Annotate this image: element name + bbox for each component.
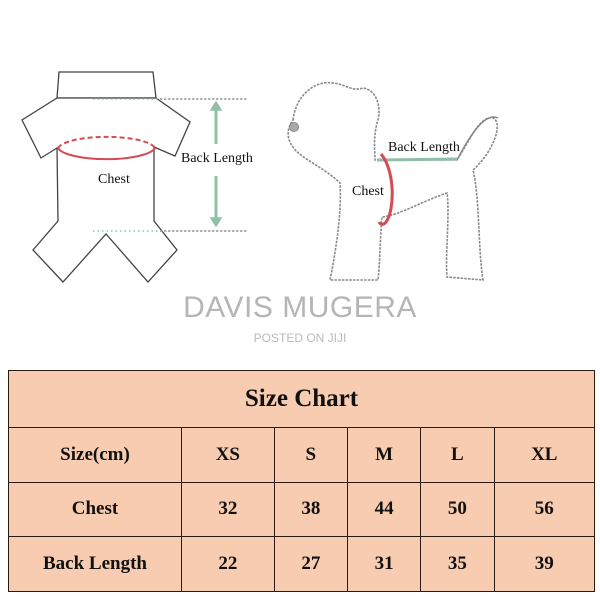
table-cell: 32 xyxy=(181,481,275,538)
garment-back-length-guides xyxy=(93,98,248,232)
table-cell: 35 xyxy=(420,536,495,592)
table-cell: 27 xyxy=(273,536,348,592)
table-cell: 22 xyxy=(181,536,275,592)
watermark-name: DAVIS MUGERA xyxy=(183,291,417,324)
header-cell: XL xyxy=(493,427,596,483)
garment-chest-label: Chest xyxy=(98,172,130,187)
table-cell: 50 xyxy=(420,481,495,538)
dog-back-length-label: Back Length xyxy=(388,140,460,155)
header-cell: M xyxy=(346,427,422,483)
header-cell: XS xyxy=(181,427,275,483)
dog-chest-label: Chest xyxy=(352,184,384,199)
table-cell: 56 xyxy=(493,481,596,538)
watermark-posted: POSTED ON JIJI xyxy=(253,331,347,345)
table-title-row: Size Chart xyxy=(8,370,595,428)
garment-back-length-label: Back Length xyxy=(181,151,253,166)
table-row: Back Length 22 27 31 35 39 xyxy=(8,536,596,592)
row-label: Back Length xyxy=(8,536,182,592)
table-cell: 38 xyxy=(273,481,348,538)
dog-nose-icon xyxy=(289,122,299,132)
header-cell: Size(cm) xyxy=(8,427,182,483)
garment-outline xyxy=(21,71,191,283)
dog-tail xyxy=(456,116,499,161)
header-cell: S xyxy=(273,427,348,483)
table-row: Chest 32 38 44 50 56 xyxy=(8,481,596,538)
dog-chest-measure xyxy=(377,153,394,226)
garment-chest-measure xyxy=(57,135,156,161)
size-chart-title: Size Chart xyxy=(8,370,595,428)
table-cell: 44 xyxy=(346,481,422,538)
row-label: Chest xyxy=(8,481,182,538)
header-cell: L xyxy=(420,427,495,483)
table-cell: 39 xyxy=(493,536,596,592)
table-cell: 31 xyxy=(346,536,422,592)
size-chart-table: Size Chart Size(cm) XS S M L XL Chest 32… xyxy=(8,370,596,592)
measurement-diagrams xyxy=(21,71,499,283)
table-header-row: Size(cm) XS S M L XL xyxy=(8,427,596,483)
dog-back-length-line xyxy=(376,157,458,162)
